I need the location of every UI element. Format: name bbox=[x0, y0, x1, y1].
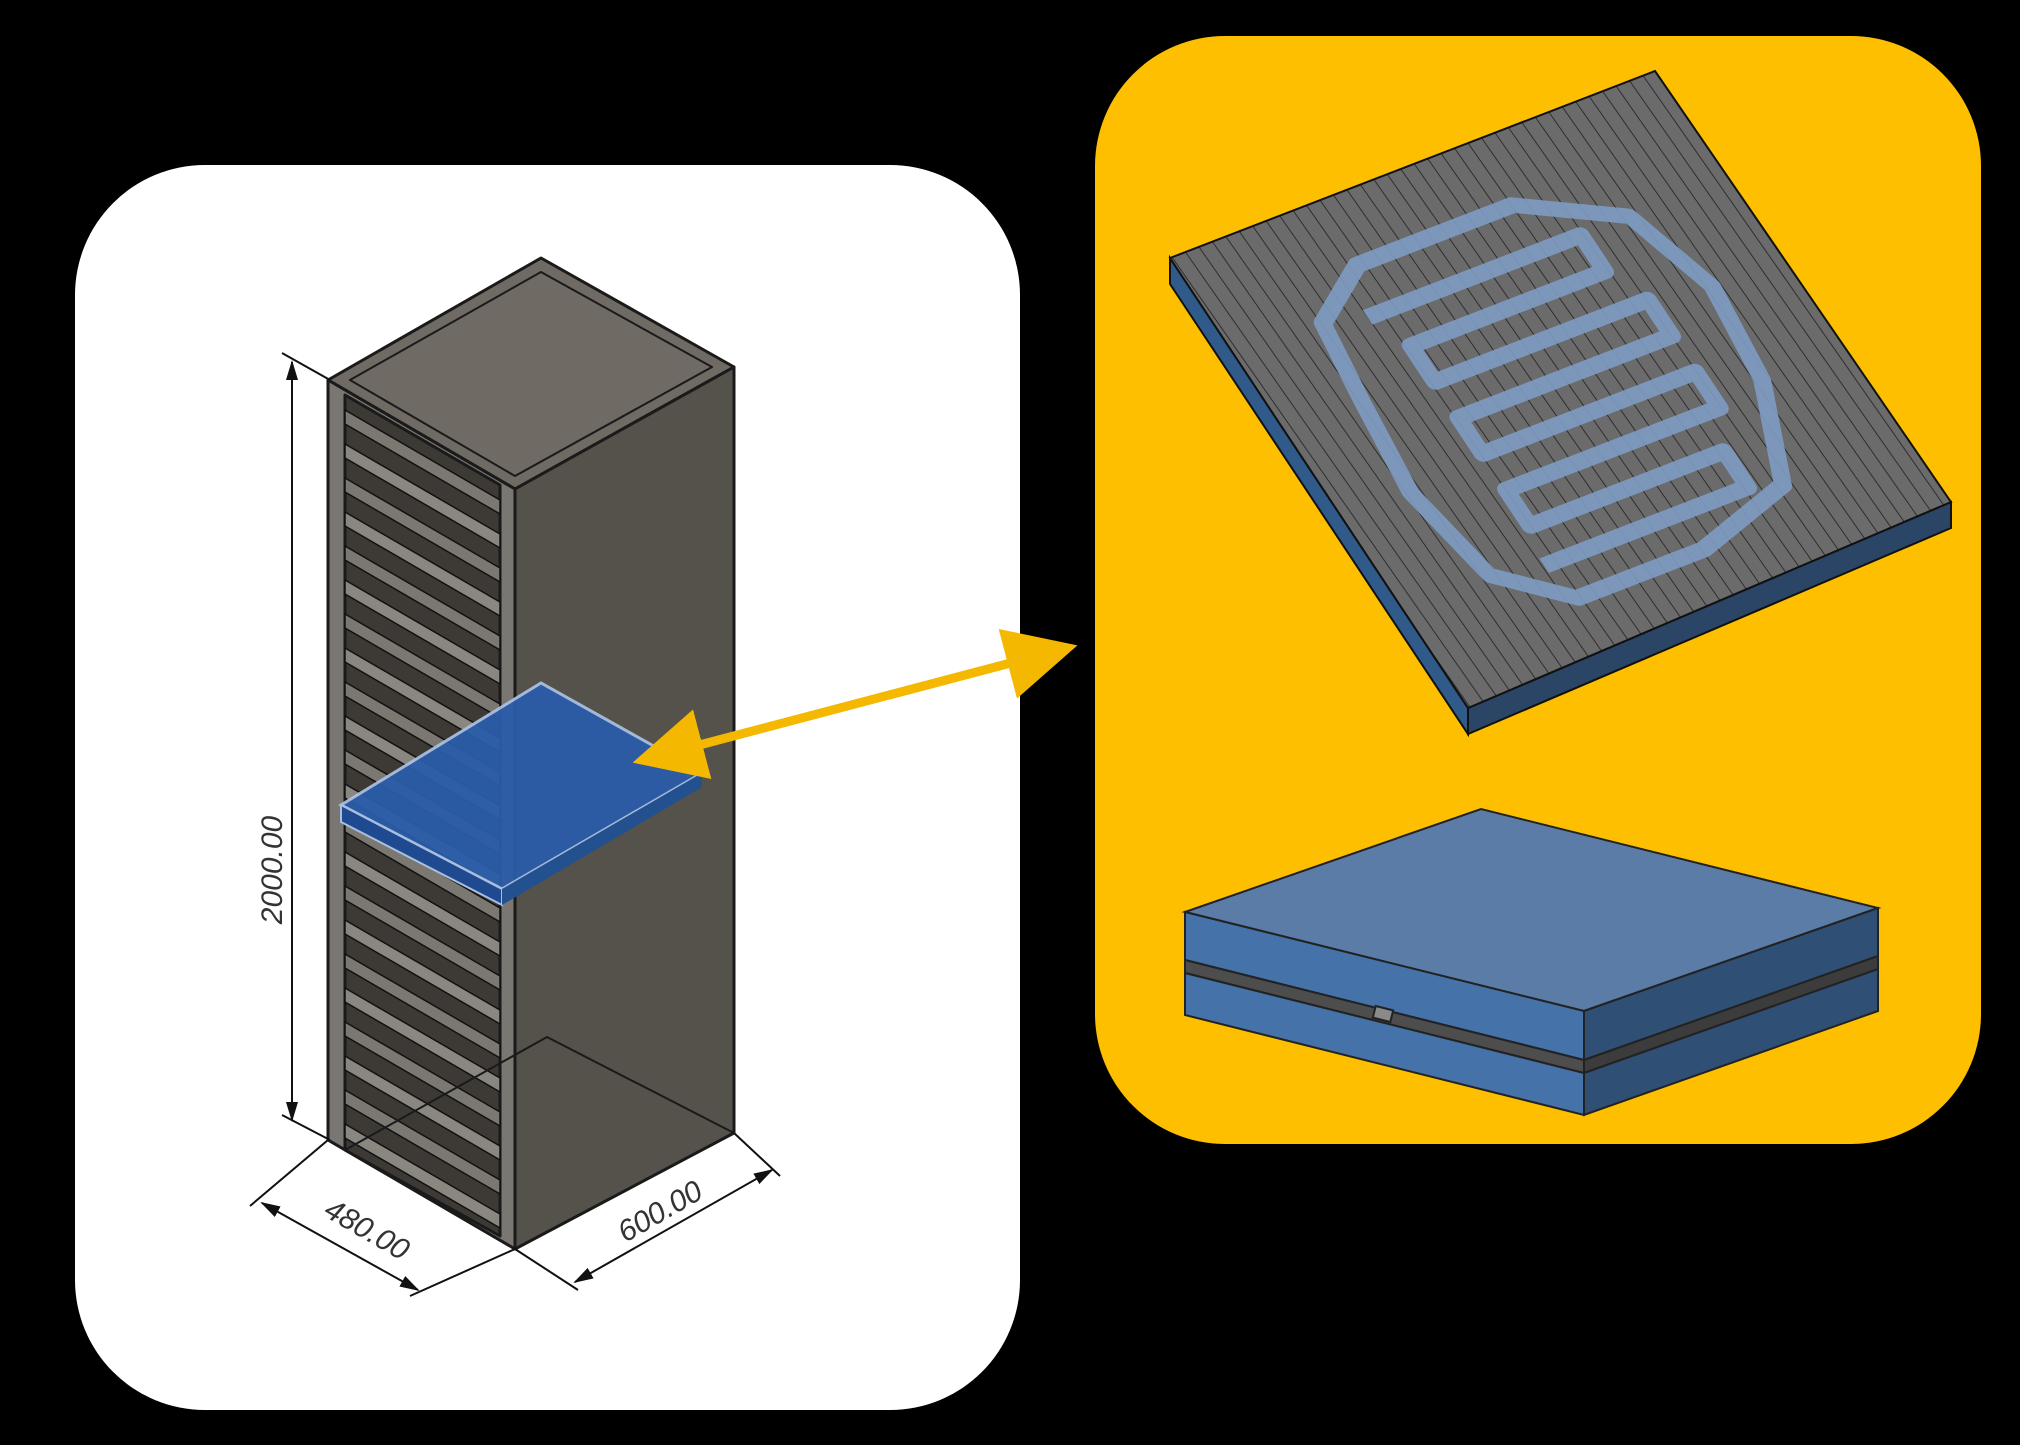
assembly-port bbox=[1371, 1004, 1395, 1024]
cabinet-hidden-edges bbox=[344, 1036, 735, 1151]
rack-shelf bbox=[344, 1123, 501, 1229]
serpentine-channel bbox=[1313, 197, 1793, 606]
rack-shelf bbox=[344, 409, 501, 515]
assembly-lower-side bbox=[1583, 967, 1879, 1117]
rack-shelf bbox=[344, 477, 501, 583]
rack-shelf bbox=[344, 545, 501, 651]
cold-plate-channel-view bbox=[1168, 69, 1953, 738]
rack-shelf bbox=[344, 987, 501, 1093]
plate-top-face bbox=[1168, 69, 1953, 710]
cold-plate-highlight bbox=[337, 681, 706, 907]
cabinet-top-inset bbox=[349, 271, 713, 477]
rack-shelf bbox=[344, 885, 501, 991]
double-headed-arrow bbox=[632, 628, 1078, 780]
rack-shelf bbox=[344, 1089, 501, 1195]
rack-shelves bbox=[344, 409, 501, 1229]
dimension-width bbox=[249, 1139, 516, 1297]
dimension-depth bbox=[514, 1132, 781, 1291]
rack-shelf bbox=[344, 579, 501, 685]
rack-shelf bbox=[344, 851, 501, 957]
rack-shelf bbox=[344, 511, 501, 617]
rack-shelf bbox=[344, 1055, 501, 1161]
rack-shelf bbox=[344, 443, 501, 549]
rack-shelf bbox=[344, 953, 501, 1059]
rack-shelf bbox=[344, 1021, 501, 1127]
cold-plate-assembly bbox=[1181, 807, 1882, 1117]
rack-shelf bbox=[344, 919, 501, 1025]
dimension-height bbox=[281, 352, 331, 1141]
dimension-height-label: 2000.00 bbox=[256, 815, 289, 925]
